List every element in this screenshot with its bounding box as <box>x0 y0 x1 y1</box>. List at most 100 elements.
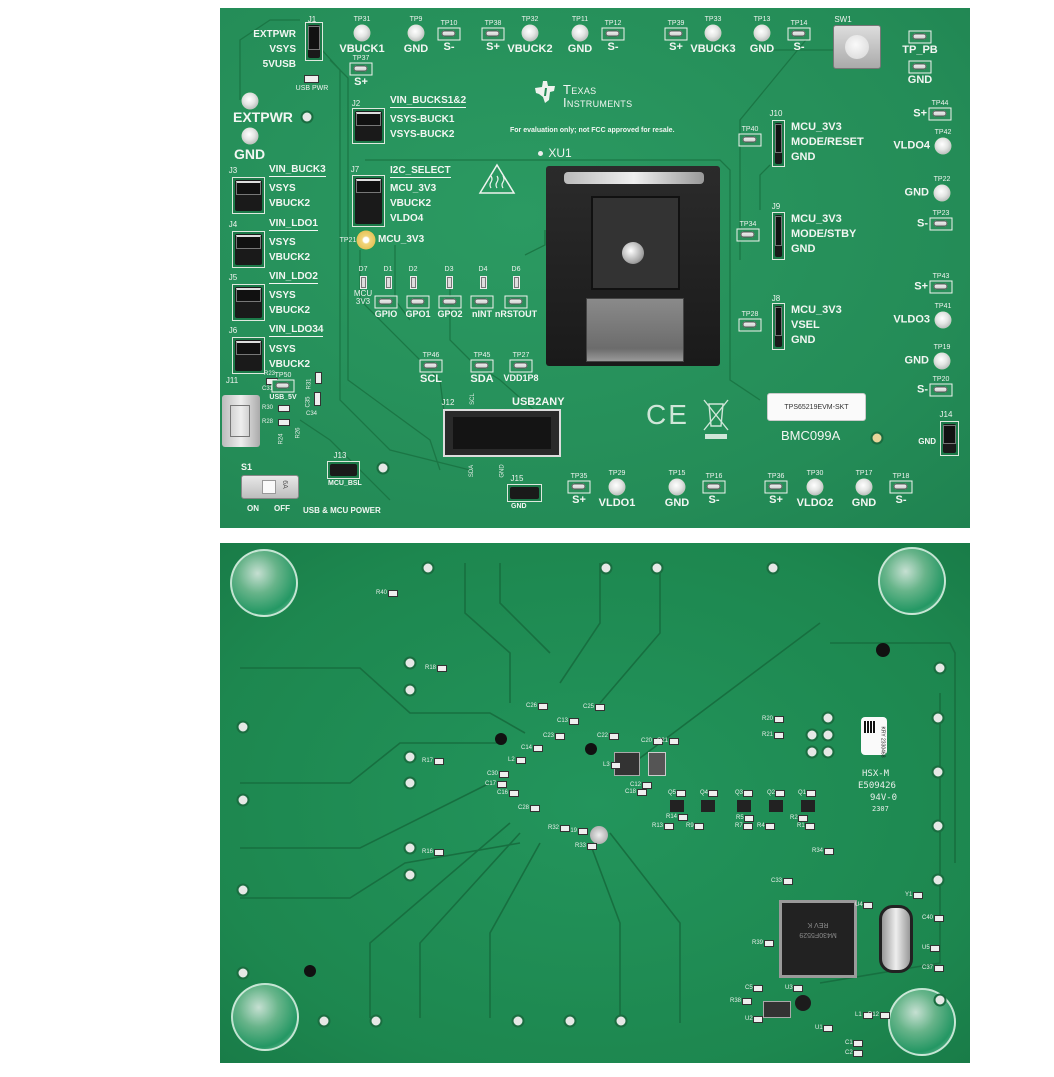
test-point-tp38[interactable] <box>481 27 505 41</box>
test-point-tp20[interactable] <box>929 383 953 397</box>
jumper-shunt[interactable] <box>775 124 782 153</box>
jumper-shunt[interactable] <box>775 307 782 336</box>
jumper-j10[interactable] <box>772 120 785 167</box>
power-switch-ref: S1 <box>241 462 253 472</box>
component-ref: C21 <box>657 738 669 744</box>
test-point-label: GND <box>851 497 877 509</box>
test-point-tp13[interactable] <box>753 24 771 42</box>
via <box>403 750 417 764</box>
extpwr-terminal[interactable] <box>241 92 259 110</box>
jumper-ref: J9 <box>771 202 781 211</box>
test-point-tp17[interactable] <box>855 478 873 496</box>
test-point-tp-pb[interactable] <box>908 30 932 44</box>
component-ref: C16 <box>497 790 509 796</box>
test-point-tp9[interactable] <box>407 24 425 42</box>
test-point-tp34[interactable] <box>736 228 760 242</box>
jumper-j15[interactable] <box>507 484 542 502</box>
jumper-j3[interactable] <box>232 177 265 214</box>
switch-slider[interactable] <box>262 480 276 494</box>
smd-component <box>743 823 753 830</box>
test-point-gpo1[interactable] <box>406 295 430 309</box>
test-point-tp19[interactable] <box>933 352 951 370</box>
jumper-title: VIN_BUCKS1&2 <box>390 95 467 108</box>
test-point-tp43[interactable] <box>929 280 953 294</box>
test-point-tp36[interactable] <box>764 480 788 494</box>
test-point-tp39[interactable] <box>664 27 688 41</box>
jumper-j6[interactable] <box>232 337 265 374</box>
test-point-tp31[interactable] <box>353 24 371 42</box>
test-point-ref: TP14 <box>790 20 808 27</box>
jumper-j7[interactable] <box>352 175 385 227</box>
jumper-j8[interactable] <box>772 303 785 350</box>
test-point-nint[interactable] <box>470 295 494 309</box>
test-point-tp22[interactable] <box>933 184 951 202</box>
test-point-tp12[interactable] <box>601 27 625 41</box>
jumper-j13[interactable] <box>327 461 360 479</box>
test-point-ref: TP13 <box>753 16 771 23</box>
jumper-shunt[interactable] <box>356 112 381 126</box>
micro-usb-connector[interactable] <box>222 395 260 447</box>
jumper-shunt[interactable] <box>943 425 956 444</box>
jumper-j1[interactable] <box>305 22 323 61</box>
jumper-shunt[interactable] <box>236 181 261 195</box>
via <box>614 1014 628 1028</box>
test-point-gpo2[interactable] <box>438 295 462 309</box>
led-ref: D2 <box>408 266 418 273</box>
test-point-gnd[interactable] <box>908 60 932 74</box>
socket-latch[interactable] <box>586 298 684 362</box>
test-point-tp37[interactable] <box>349 62 373 76</box>
test-point-tp14[interactable] <box>787 27 811 41</box>
jumper-shunt[interactable] <box>356 179 381 193</box>
test-point-tp27[interactable] <box>509 359 533 373</box>
test-point-tp18[interactable] <box>889 480 913 494</box>
brand-line1: Texas <box>563 82 597 97</box>
test-point-nrstout[interactable] <box>504 295 528 309</box>
smd-component <box>497 781 507 788</box>
test-point-gpio[interactable] <box>374 295 398 309</box>
test-point-tp23[interactable] <box>929 217 953 231</box>
test-point-tp35[interactable] <box>567 480 591 494</box>
gnd-label: GND <box>234 146 266 162</box>
test-point-tp40[interactable] <box>738 133 762 147</box>
gnd-terminal[interactable] <box>241 127 259 145</box>
component-ref: C18 <box>625 789 637 795</box>
smd-component <box>595 704 605 711</box>
push-button-sw1[interactable] <box>833 25 881 69</box>
power-switch-s1[interactable]: 6A <box>241 475 299 499</box>
jumper-j14[interactable] <box>940 421 959 456</box>
jumper-j4[interactable] <box>232 231 265 268</box>
jumper-pin-label: VLDO4 <box>390 213 424 224</box>
test-point-tp33[interactable] <box>704 24 722 42</box>
jumper-shunt[interactable] <box>308 26 320 51</box>
test-point-tp42[interactable] <box>934 137 952 155</box>
jumper-j9[interactable] <box>772 212 785 260</box>
test-point-tp30[interactable] <box>806 478 824 496</box>
test-point-tp28[interactable] <box>738 318 762 332</box>
test-point-tp50[interactable] <box>271 379 295 393</box>
test-point-tp45[interactable] <box>470 359 494 373</box>
jumper-j2[interactable] <box>352 108 385 144</box>
jumper-shunt[interactable] <box>236 235 261 249</box>
jumper-pin-label: MCU_3V3 <box>390 183 437 194</box>
jumper-shunt[interactable] <box>775 216 782 246</box>
test-point-tp41[interactable] <box>934 311 952 329</box>
test-point-tp10[interactable] <box>437 27 461 41</box>
usb2any-connector[interactable] <box>443 409 561 457</box>
test-point-label: VBUCK1 <box>339 43 385 55</box>
test-point-tp29[interactable] <box>608 478 626 496</box>
jumper-pin-label: VSYS <box>269 290 296 301</box>
led-d7 <box>360 276 367 289</box>
test-point-tp32[interactable] <box>521 24 539 42</box>
test-point-tp16[interactable] <box>702 480 726 494</box>
jumper-shunt[interactable] <box>236 288 261 302</box>
test-point-tp21[interactable] <box>356 230 376 250</box>
test-point-tp46[interactable] <box>419 359 443 373</box>
test-point-tp15[interactable] <box>668 478 686 496</box>
usb2any-pin-sda: SDA <box>469 464 476 478</box>
jumper-shunt[interactable] <box>236 341 261 355</box>
jumper-j5[interactable] <box>232 284 265 321</box>
led-d6 <box>513 276 520 289</box>
ic-test-socket[interactable] <box>546 166 720 366</box>
test-point-tp44[interactable] <box>928 107 952 121</box>
test-point-tp11[interactable] <box>571 24 589 42</box>
